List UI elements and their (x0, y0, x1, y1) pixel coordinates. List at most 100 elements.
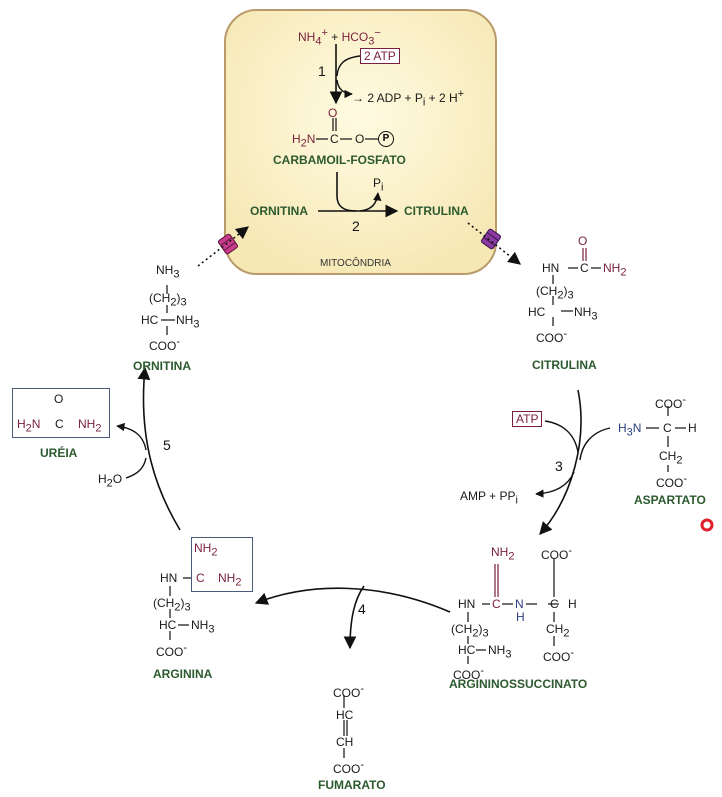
citrulline-ch2: (CH2)3 (536, 284, 574, 302)
aspartate-input-curve (579, 427, 611, 461)
amp-release-curve (535, 471, 575, 498)
water-h: H (98, 472, 107, 486)
ornithine-hc: HC (141, 313, 159, 327)
ornithine-ch2: (CH2)3 (149, 291, 187, 309)
arginine-c: C (196, 571, 205, 585)
carbamoyl-o-top: O (328, 106, 338, 120)
atp-input-curve (336, 55, 361, 77)
carbamoyl-n: N (306, 132, 316, 146)
arginine-coo-label: COO (156, 645, 184, 659)
aspartate-coo-label: COO (656, 476, 684, 490)
argsucc-nh2-sub: 2 (508, 550, 515, 563)
citrulline-nh2-sub: 2 (620, 266, 627, 279)
argsucc-ch2chain-sub2: 3 (482, 627, 489, 640)
water-input-curve (125, 457, 147, 479)
argsucc-ch2chain: (CH2)3 (451, 622, 489, 640)
ammonium-sup: + (321, 27, 328, 39)
ornithine-ch2-sub: 2 (170, 296, 177, 309)
arginine-coo: COO- (156, 641, 187, 659)
fumarate-coo-label: COO (333, 762, 361, 776)
pi-release-curve (359, 192, 382, 212)
bicarbonate-sup: − (374, 27, 381, 39)
ornithine-coo-label: COO (149, 339, 177, 353)
step-1-label: 1 (318, 63, 326, 79)
arginine-ch2-sub2: 3 (184, 601, 191, 614)
arginine-nh-top: NH (194, 541, 212, 555)
arginine-nh3-sub: 3 (208, 623, 215, 636)
arginine-name: ARGININA (153, 667, 213, 681)
arginine-hn: HN (160, 571, 178, 585)
urea-release-curve (116, 422, 147, 451)
argsucc-coo: COO- (453, 664, 484, 682)
argsucc-hc: HC (458, 643, 476, 657)
urea-nh2-sub: 2 (95, 422, 102, 435)
argsucc-coo-label: COO (453, 668, 481, 682)
citrulline-coo-sup: - (563, 328, 568, 340)
fumarate-coo-top: COO- (333, 682, 364, 700)
argsucc-c: C (492, 597, 501, 611)
argsucc-h: H (568, 597, 577, 611)
argsucc-coo-side-label: COO (543, 650, 571, 664)
mito-citrulline-name: CITRULINA (404, 204, 469, 218)
citrulline-o: O (578, 234, 588, 248)
carbamoyl-c: C (330, 132, 339, 146)
citrulline-nh3-label: NH (574, 305, 592, 319)
citrulline-coo-label: COO (536, 331, 564, 345)
argsucc-coo-top: COO- (541, 544, 572, 562)
aspartate-coo-top-label: COO (655, 397, 683, 411)
aspartate-ch-label: CH (659, 449, 677, 463)
ornithine-nh3-sub: 3 (193, 318, 200, 331)
mito-ornithine-name: ORNITINA (250, 204, 308, 218)
arginine-nh3: NH3 (191, 618, 214, 636)
aspartate-coo: COO- (656, 472, 687, 490)
arginine-ch2-tail: ) (180, 596, 185, 610)
amp-sub: i (515, 494, 518, 507)
adp-products-label: → 2 ADP + P (352, 91, 423, 105)
water-o: O (112, 472, 123, 486)
argsucc-ch2chain-label: (CH (451, 622, 473, 636)
water-label: H2O (98, 472, 122, 490)
arginine-coo-sup: - (183, 642, 188, 654)
hydrogen-ions-sup: + (457, 88, 465, 100)
urea-h2n: H2N (17, 417, 40, 435)
arginine-nh3-label: NH (191, 618, 209, 632)
pi-release: Pi (373, 176, 383, 194)
water-h-sub: 2 (106, 477, 113, 490)
urea-nh2: NH2 (78, 417, 101, 435)
citrulline-name: CITRULINA (532, 358, 597, 372)
citrulline-hn: HN (542, 261, 560, 275)
step3-arrow (539, 389, 582, 535)
urea-name: URÉIA (40, 446, 78, 460)
argsucc-hn: HN (458, 597, 476, 611)
argsucc-ch2chain-sub: 2 (472, 627, 479, 640)
aspartate-h: H (688, 421, 697, 435)
aspartate-h-sub: 3 (626, 426, 633, 439)
argsucc-coo-side: COO- (543, 646, 574, 664)
mitochondria-compartment (224, 9, 497, 275)
citrulline-coo: COO- (536, 327, 567, 345)
phosphate-icon: P (378, 131, 394, 147)
fumarate-coo-top-label: COO (333, 686, 361, 700)
aspartate-ch2-sub: 2 (676, 454, 683, 467)
step-4-label: 4 (358, 601, 366, 617)
amp-label: AMP + PP (460, 489, 516, 503)
aspartate-ch2: CH2 (659, 449, 682, 467)
carbamoyl-h: H (292, 132, 301, 146)
aspartate-h: H (618, 421, 627, 435)
mitochondria-label: MITOCÔNDRIA (320, 258, 391, 269)
plus-sign: + (327, 30, 342, 44)
argsucc-coo-side-sup: - (570, 647, 575, 659)
urea-o: O (54, 392, 64, 406)
arginine-nh2: NH2 (218, 571, 241, 589)
citrulline-nh2: NH2 (603, 261, 626, 279)
citrulline-ch2-tail: ) (563, 284, 568, 298)
argsucc-c2: C (550, 597, 559, 611)
citrulline-c: C (580, 261, 589, 275)
citrulline-ch2-sub: 2 (557, 289, 564, 302)
arginine-ch2-label: (CH (153, 596, 175, 610)
transporter-ornithine (217, 233, 239, 255)
carbamoyl-h2n: H2N (292, 132, 315, 150)
citrulline-hc: HC (528, 305, 546, 319)
fumarate-ch: CH (336, 735, 354, 749)
ammonium-sub: 4 (315, 35, 322, 48)
